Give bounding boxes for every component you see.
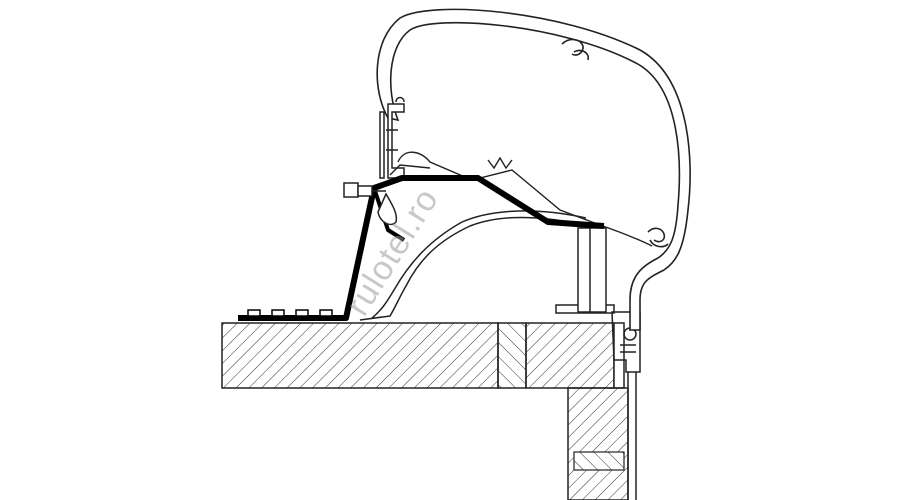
- standoff-block: [577, 227, 607, 313]
- awning-cassette: [376, 8, 691, 331]
- cassette-rail: [379, 96, 405, 179]
- bolt-assembly: [343, 182, 398, 226]
- bracket-flange: [247, 309, 333, 317]
- roof-panel: [221, 322, 625, 389]
- adapter-bracket: [238, 175, 605, 321]
- wall-panel: [567, 372, 637, 500]
- roller-profile: [389, 151, 653, 247]
